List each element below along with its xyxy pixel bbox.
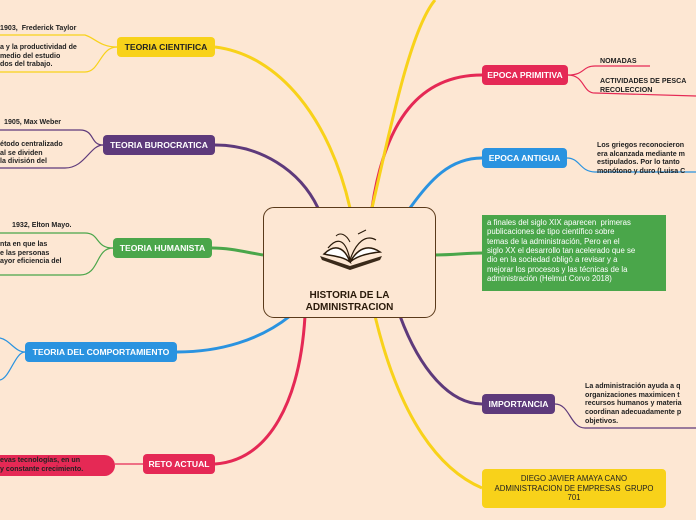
node-teoria-burocratica[interactable]: TEORIA BUROCRATICA — [103, 135, 215, 155]
central-title: HISTORIA DE LA ADMINISTRACION — [305, 290, 394, 313]
teoria-burocratica-header: 1905, Max Weber — [4, 118, 62, 126]
node-epoca-primitiva[interactable]: EPOCA PRIMITIVA — [482, 65, 568, 85]
node-reto-actual[interactable]: RETO ACTUAL — [143, 454, 215, 474]
central-topic[interactable]: HISTORIA DE LA ADMINISTRACION — [263, 207, 436, 318]
node-teoria-comportamiento[interactable]: TEORIA DEL COMPORTAMIENTO — [25, 342, 177, 362]
teoria-humanista-header: 1932, Elton Mayo. — [12, 221, 72, 229]
teoria-burocratica-text: étodo centralizado al se dividen la divi… — [0, 140, 63, 166]
author-box[interactable]: DIEGO JAVIER AMAYA CANO ADMINISTRACION D… — [482, 469, 666, 508]
reto-actual-text: evas tecnologías, en un y constante crec… — [0, 456, 84, 473]
epoca-primitiva-item-actividades: ACTIVIDADES DE PESCA RECOLECCION — [600, 77, 687, 94]
epoca-primitiva-item-nomadas: NOMADAS — [600, 57, 637, 65]
intro-text-box[interactable]: a finales del siglo XIX aparecen primera… — [482, 215, 666, 291]
epoca-antigua-text: Los griegos reconocieron era alcanzada m… — [597, 141, 686, 175]
reto-actual-note-pill — [0, 455, 115, 476]
teoria-cientifica-header: 1903, Frederick Taylor — [0, 24, 77, 32]
node-importancia[interactable]: IMPORTANCIA — [482, 394, 555, 414]
node-teoria-humanista[interactable]: TEORIA HUMANISTA — [113, 238, 212, 258]
node-epoca-antigua[interactable]: EPOCA ANTIGUA — [482, 148, 567, 168]
node-teoria-cientifica[interactable]: TEORIA CIENTIFICA — [117, 37, 215, 57]
teoria-cientifica-text: a y la productividad de medio del estudi… — [0, 43, 77, 69]
open-book-icon — [320, 229, 383, 270]
importancia-text: La administración ayuda a q organizacion… — [585, 382, 682, 425]
teoria-humanista-text: nta en que las e las personas ayor efici… — [0, 240, 62, 266]
